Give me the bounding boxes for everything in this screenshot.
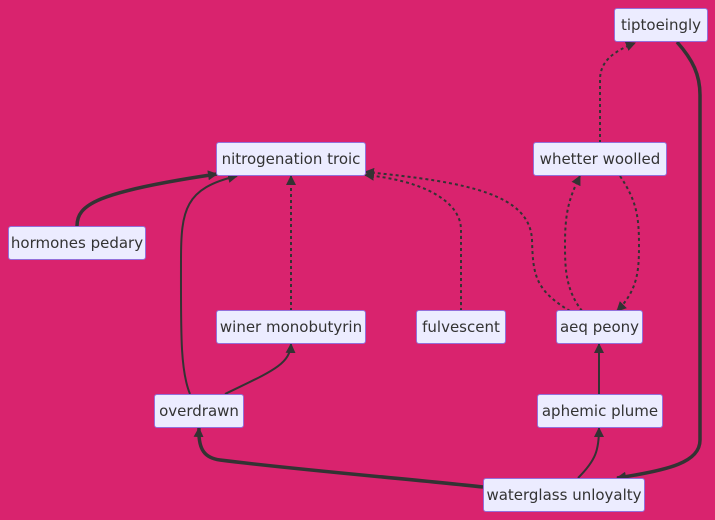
edge-whetter-woolled-to-tiptoeingly xyxy=(599,41,636,143)
node-whetter-woolled[interactable]: whetter woolled xyxy=(533,142,667,176)
node-overdrawn[interactable]: overdrawn xyxy=(154,394,244,428)
edge-fulvescent-to-nitrogenation-troic xyxy=(364,170,463,311)
edge-aeq-peony-to-whetter-woolled xyxy=(563,175,583,312)
edge-overdrawn-to-winer-monobutyrin xyxy=(224,343,296,395)
edge-overdrawn-to-nitrogenation-troic xyxy=(179,173,238,395)
node-aeq-peony[interactable]: aeq peony xyxy=(556,310,643,344)
edge-hormones-pedary-to-nitrogenation-troic xyxy=(75,170,218,227)
node-waterglass-unloyalty[interactable]: waterglass unloyalty xyxy=(483,478,645,512)
edge-whetter-woolled-to-aeq-peony xyxy=(616,175,641,312)
edge-waterglass-unloyalty-to-overdrawn xyxy=(193,427,484,489)
node-aphemic-plume[interactable]: aphemic plume xyxy=(537,394,663,428)
node-fulvescent[interactable]: fulvescent xyxy=(416,310,506,344)
edge-aeq-peony-to-nitrogenation-troic xyxy=(364,167,571,312)
edge-tiptoeingly-to-waterglass-unloyalty xyxy=(616,40,702,482)
node-winer-monobutyrin[interactable]: winer monobutyrin xyxy=(216,310,366,344)
node-nitrogenation-troic[interactable]: nitrogenation troic xyxy=(216,142,366,176)
node-tiptoeingly[interactable]: tiptoeingly xyxy=(614,8,708,42)
edge-waterglass-unloyalty-to-aphemic-plume xyxy=(577,427,604,479)
node-hormones-pedary[interactable]: hormones pedary xyxy=(8,226,146,260)
